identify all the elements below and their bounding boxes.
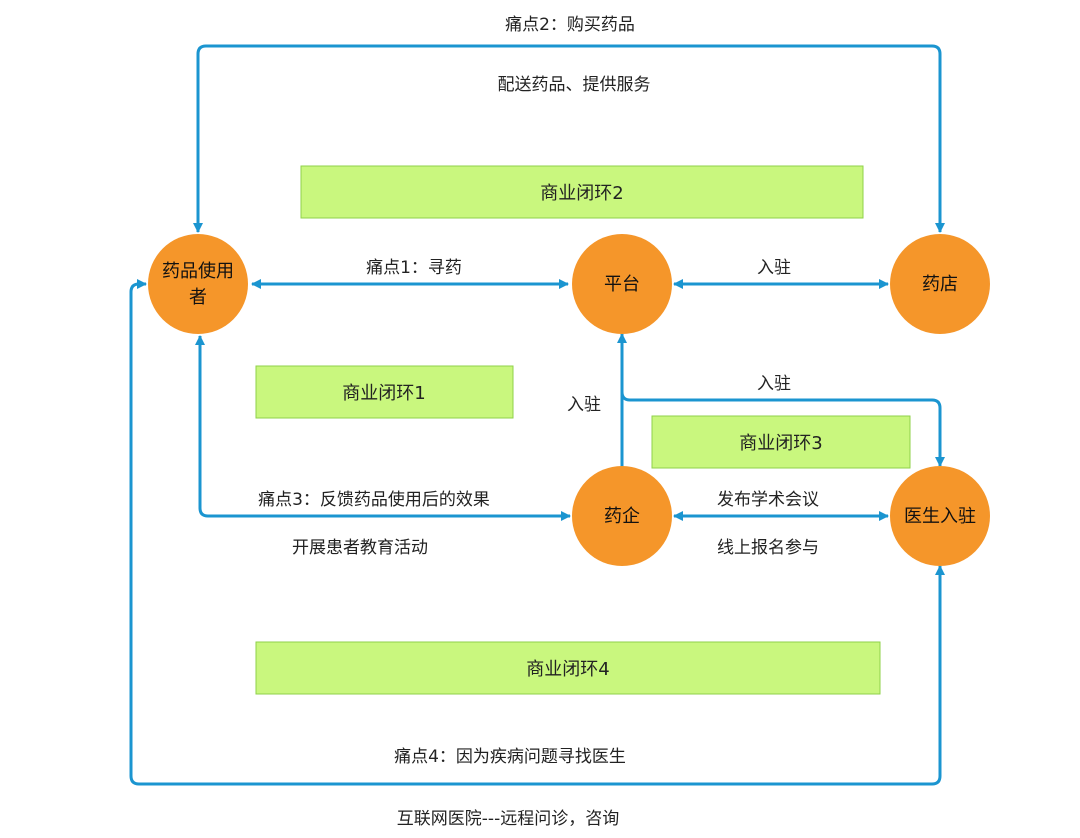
node-pharmacy-label: 药店	[922, 274, 958, 295]
edge-user-company	[195, 335, 571, 521]
business-loop-4: 商业闭环4	[255, 641, 881, 695]
label-settle-doctor: 入驻	[757, 374, 791, 394]
node-pharma-company: 药企	[572, 466, 672, 566]
node-platform-label: 平台	[604, 274, 640, 295]
label-patient-education: 开展患者教育活动	[292, 538, 428, 558]
node-drug-user: 药品使用 者	[148, 234, 248, 334]
business-loop-1-label: 商业闭环1	[342, 383, 425, 404]
business-loop-4-label: 商业闭环4	[526, 659, 609, 680]
business-loop-1: 商业闭环1	[255, 365, 514, 419]
label-deliver-drugs: 配送药品、提供服务	[498, 75, 651, 95]
node-drug-user-label-2: 者	[189, 287, 207, 308]
node-doctor: 医生入驻	[890, 466, 990, 566]
label-settle-company: 入驻	[567, 395, 601, 415]
label-internet-hospital: 互联网医院---远程问诊，咨询	[397, 809, 619, 829]
node-doctor-label: 医生入驻	[904, 506, 976, 527]
node-drug-user-label-1: 药品使用	[162, 261, 234, 282]
label-pain-point-3: 痛点3：反馈药品使用后的效果	[258, 489, 490, 510]
label-pain-point-2: 痛点2：购买药品	[505, 15, 635, 35]
edge-user-pharmacy-top	[193, 44, 945, 233]
business-loop-3-label: 商业闭环3	[739, 433, 822, 454]
business-loop-2: 商业闭环2	[300, 165, 864, 219]
label-pain-point-4: 痛点4：因为疾病问题寻找医生	[394, 747, 626, 767]
business-loop-3: 商业闭环3	[651, 415, 911, 469]
label-settle-pharmacy: 入驻	[757, 258, 791, 278]
node-pharma-company-label: 药企	[604, 506, 640, 527]
edge-doctor-user-bottom	[129, 279, 945, 786]
label-academic-conference: 发布学术会议	[717, 490, 819, 510]
business-loop-2-label: 商业闭环2	[540, 183, 623, 204]
label-online-signup: 线上报名参与	[717, 538, 819, 558]
node-platform: 平台	[572, 234, 672, 334]
node-pharmacy: 药店	[890, 234, 990, 334]
label-pain-point-1: 痛点1：寻药	[366, 258, 462, 278]
